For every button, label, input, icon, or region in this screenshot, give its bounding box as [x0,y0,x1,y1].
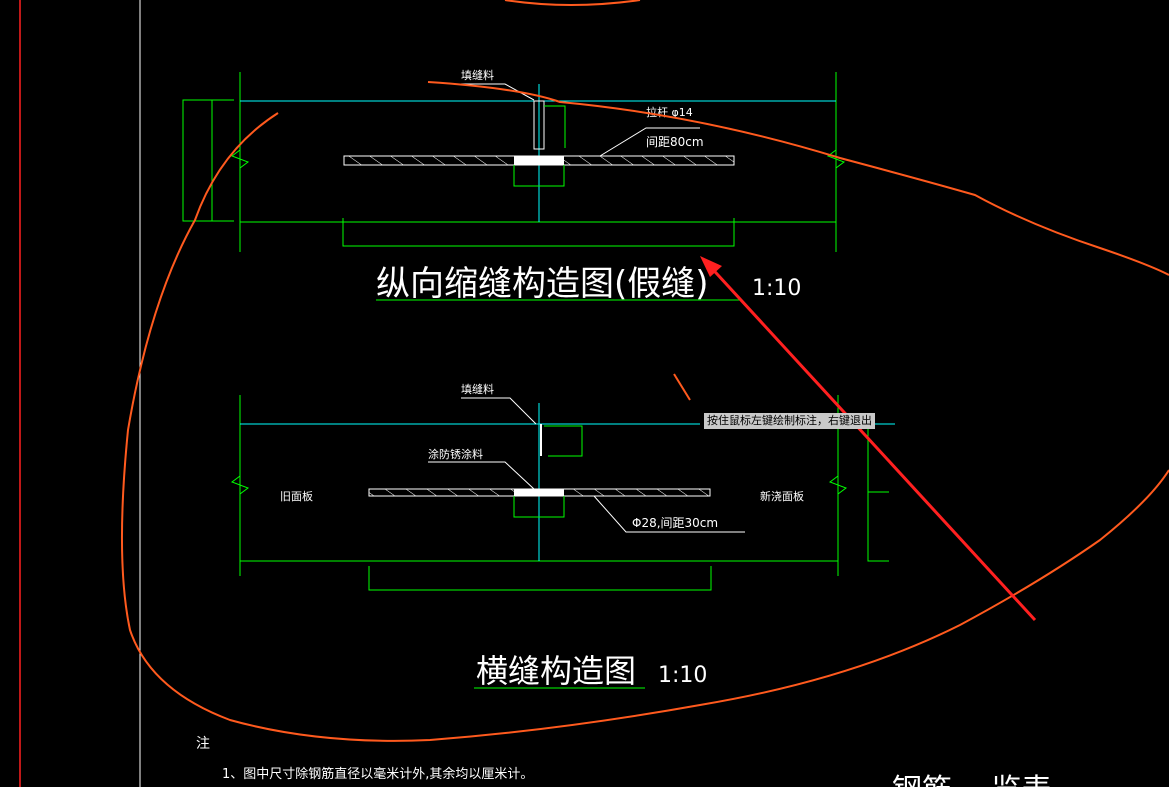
dimension-bracket-bottom [342,218,735,247]
label-coating: 涂防锈涂料 [428,447,483,461]
diagram-scale-2: 1:10 [658,663,707,688]
leader-rebar-1 [599,127,700,157]
diagram-title-2: 横缝构造图 [476,652,636,690]
diagram-title-1: 纵向缩缝构造图(假缝) [376,264,709,304]
dimension-bracket-bottom-2 [368,566,712,591]
leader-coating [428,461,535,490]
dowel-sleeve-box [513,496,565,518]
annotation-loop-upper [427,81,1169,276]
freehand-annotation-layer [120,0,1169,742]
slot2-leader [544,425,583,457]
dimension-bracket-left [182,99,234,222]
sleeve-box [513,165,565,187]
break-mark-left [230,149,250,169]
tie-bar-sleeve [514,156,564,165]
diagram-scale-1: 1:10 [752,276,801,301]
label-spacing-1: 间距80cm [646,135,704,149]
dimension-bracket-right [867,426,889,562]
saw-cut-slot [533,100,545,150]
break-mark2-right [828,475,848,495]
slot-leader [544,105,566,148]
label-new-slab: 新浇面板 [760,489,804,503]
break-mark-right [826,149,846,169]
break-mark2-left [230,475,250,495]
dowel-sleeve [514,489,564,496]
annotation-tick [673,373,691,401]
notes-item-1: 1、图中尺寸除钢筋直径以毫米计外,其余均以厘米计。 [222,766,533,782]
diagram-transverse-joint: 填缝料 涂防锈涂料 旧面板 新浇面板 Φ28,间距30cm 横缝构造图 1:10 [230,382,895,690]
cursor-tooltip: 按住鼠标左键绘制标注，右键退出 [704,413,875,429]
label-filler-1: 填缝料 [461,68,494,82]
annotation-arrow-shaft [704,260,1037,622]
rebar-table-title-cut: 钢筋 一览表 [892,773,1052,787]
leader-filler-2 [461,397,537,425]
label-filler-2: 填缝料 [461,382,494,396]
annotation-loop-lower [120,112,1169,742]
label-old-slab: 旧面板 [280,489,313,503]
annotation-arrow-head [700,256,722,277]
leader-filler-1 [461,83,535,101]
label-dowel-bar: Φ28,间距30cm [632,516,718,530]
diagram-longitudinal-joint: 填缝料 拉杆 φ14 间距80cm 纵向缩缝构造图(假缝) 1:10 [182,68,846,304]
leader-rebar-2 [593,495,745,533]
notes-heading: 注 [196,736,210,752]
annotation-top-arc [504,0,641,6]
